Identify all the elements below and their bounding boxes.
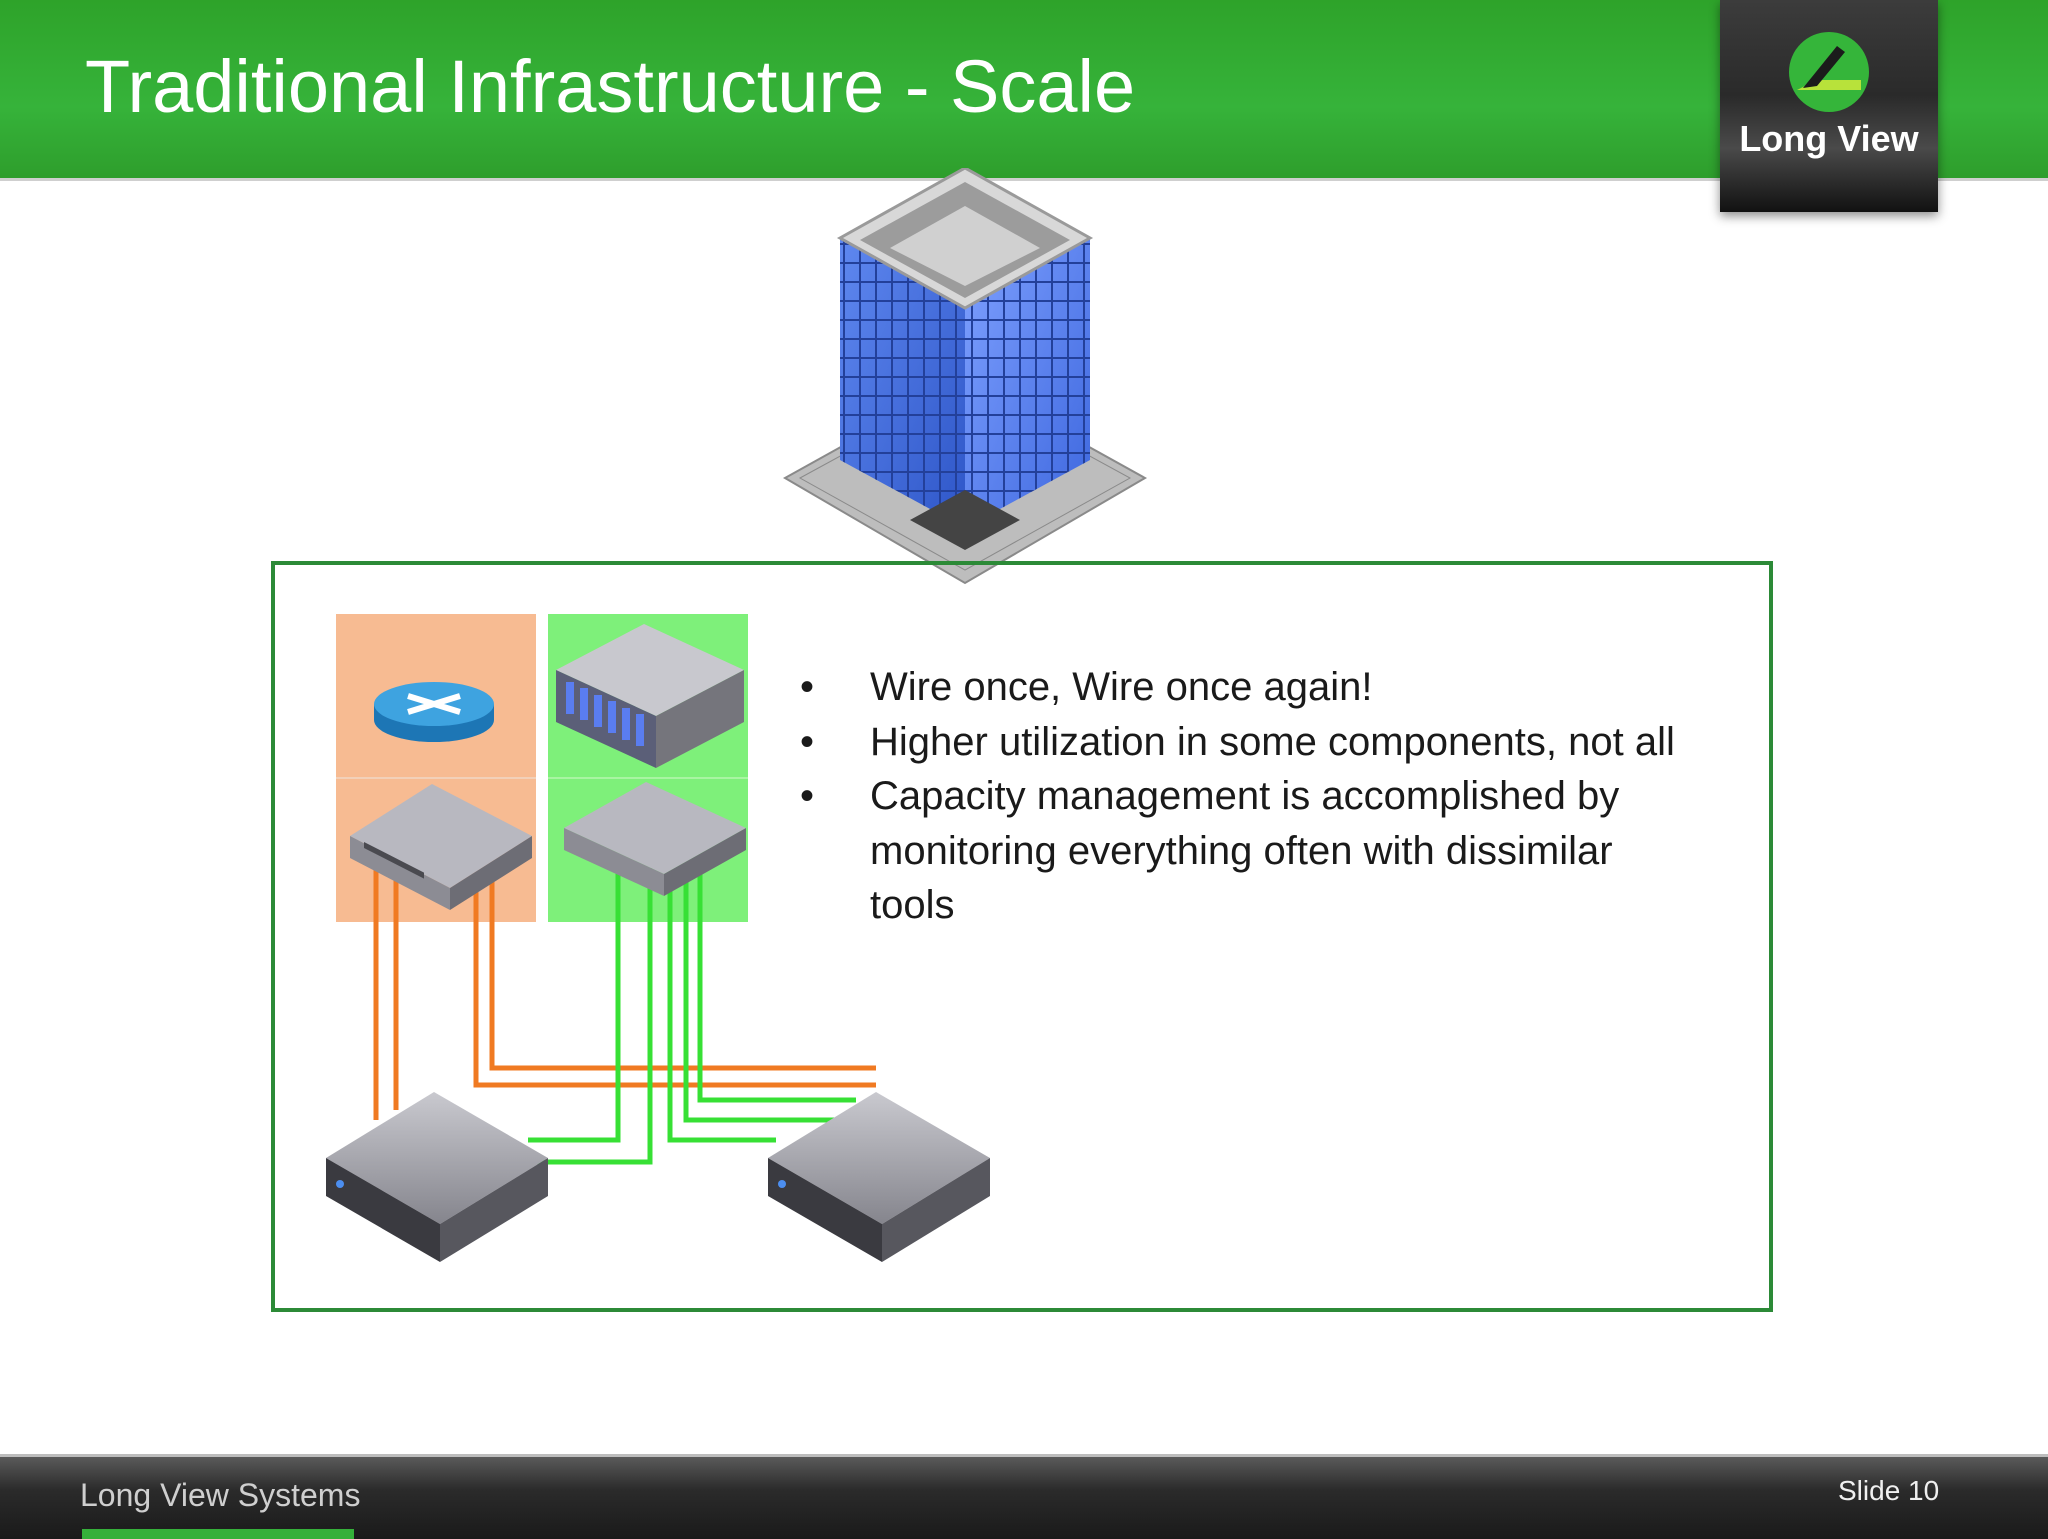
footer-accent-bar (82, 1529, 354, 1539)
slide-header: Traditional Infrastructure - Scale (0, 0, 2048, 181)
infrastructure-panel (271, 561, 1773, 1312)
network-cables (373, 860, 876, 1120)
bullet-text: Wire once, Wire once again! (870, 665, 1373, 709)
slide-title: Traditional Infrastructure - Scale (85, 45, 1136, 128)
server-icon (768, 1092, 990, 1262)
network-switch-icon (350, 784, 532, 910)
footer-company: Long View Systems (80, 1477, 361, 1513)
router-icon (374, 682, 494, 742)
infrastructure-diagram (326, 614, 990, 1262)
bullet-glyph: • (800, 665, 815, 709)
company-logo: Long View (1720, 0, 1938, 212)
bullet-glyph: • (800, 774, 815, 818)
bullet-list: • Wire once, Wire once again! • Higher uti… (800, 660, 1700, 933)
bullet-text: Higher utilization in some components, n… (870, 719, 1675, 764)
slide-number: Slide 10 (1838, 1475, 1940, 1506)
storage-array-icon (556, 624, 744, 768)
bullet-item: • Higher utilization in some components, … (800, 715, 1700, 770)
bullet-glyph: • (800, 719, 815, 764)
bullet-item: • Wire once, Wire once again! (800, 660, 1700, 715)
bullet-item: • Capacity management is accomplished by … (800, 769, 1700, 933)
logo-text: Long View (1739, 118, 1919, 159)
server-icon (326, 1092, 548, 1262)
bullet-text: Capacity management is accomplished by m… (870, 774, 1620, 927)
building-icon (782, 168, 1148, 585)
storage-cables (528, 868, 856, 1165)
storage-switch-icon (564, 782, 746, 896)
slide-footer: Long View Systems Slide 10 (0, 1454, 2048, 1539)
logo-icon (1789, 32, 1869, 112)
